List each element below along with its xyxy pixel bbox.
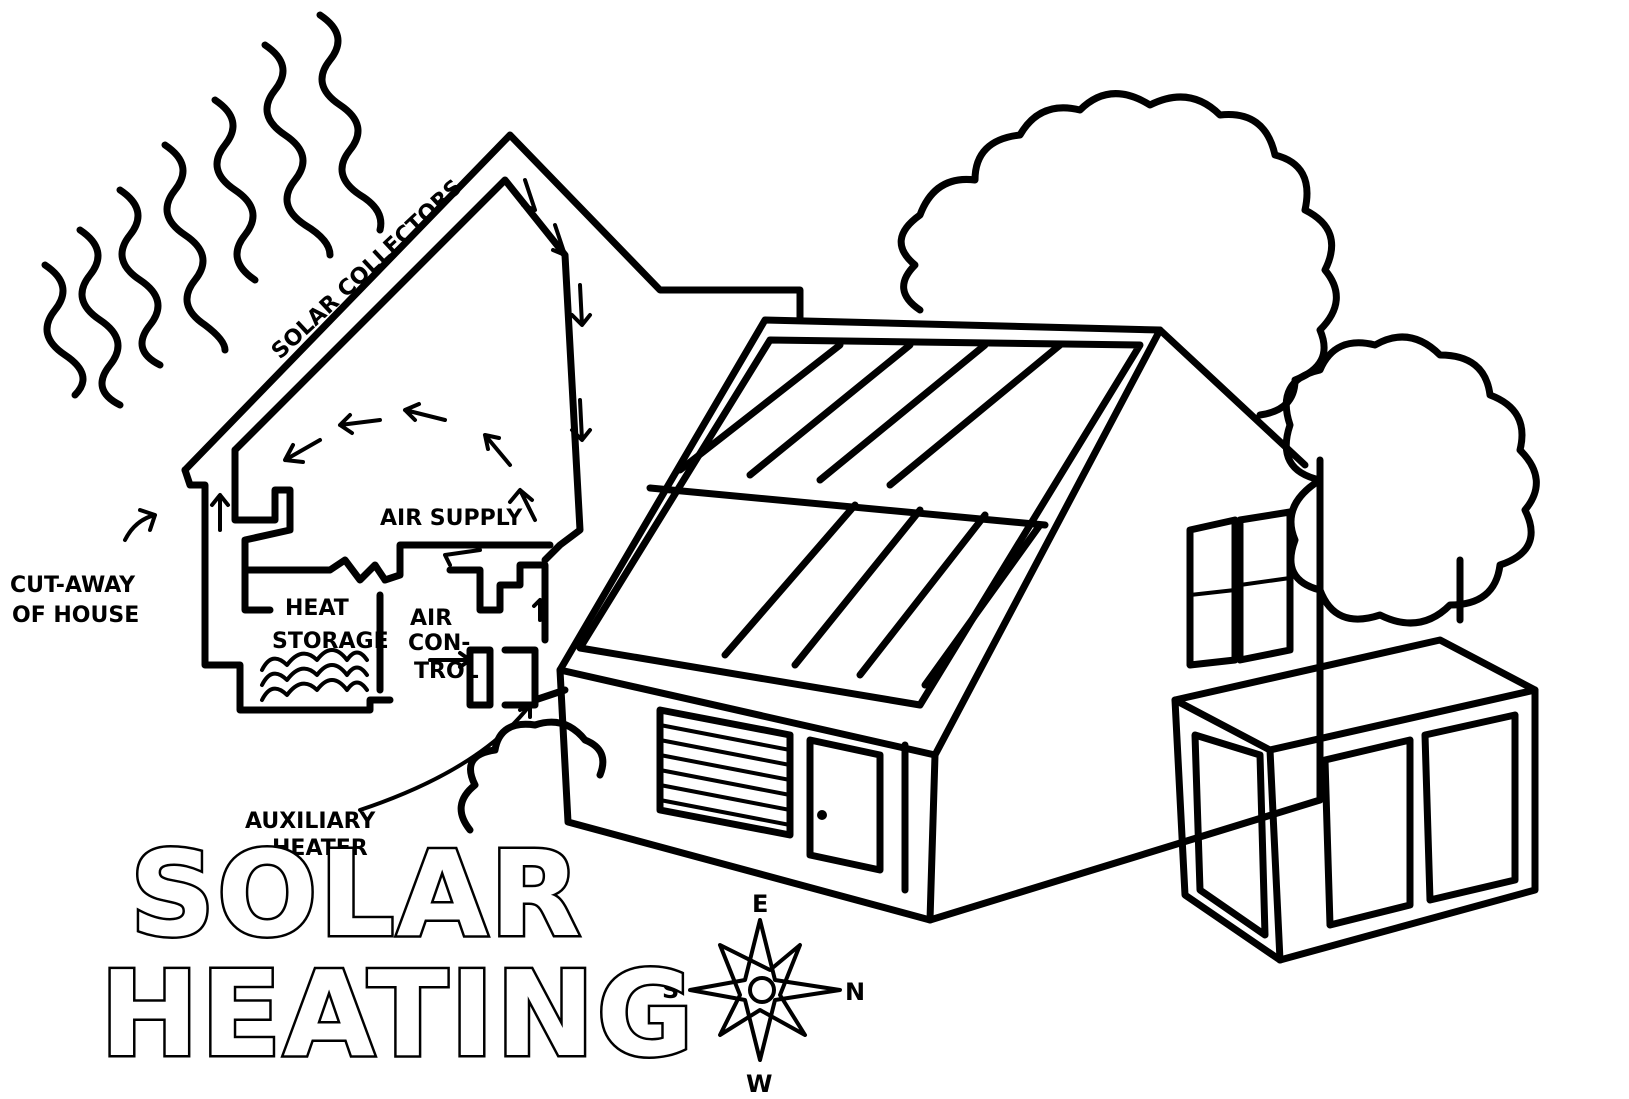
air-control-label-line1: AIR <box>410 606 452 631</box>
compass-east-label: E <box>752 890 768 918</box>
cut-away-label-line1: CUT-AWAY <box>10 573 136 598</box>
heat-storage-label-line2: STORAGE <box>272 629 389 654</box>
compass-west-label: W <box>746 1070 772 1098</box>
cut-away-label-line2: OF HOUSE <box>12 603 139 628</box>
air-control-label-line2: CON- <box>408 631 470 656</box>
tree-large <box>901 94 1336 415</box>
title-line1: SOLAR <box>130 825 583 963</box>
compass-north-label: N <box>845 978 865 1006</box>
title-line2: HEATING <box>100 945 696 1083</box>
heat-storage-label-line1: HEAT <box>285 596 349 621</box>
main-house <box>560 320 1535 960</box>
air-supply-label: AIR SUPPLY <box>380 506 523 531</box>
tree-small <box>1286 337 1536 623</box>
sun-rays <box>45 15 381 405</box>
cutaway-house <box>125 135 800 830</box>
air-control-label-line3: TROL <box>414 659 479 684</box>
